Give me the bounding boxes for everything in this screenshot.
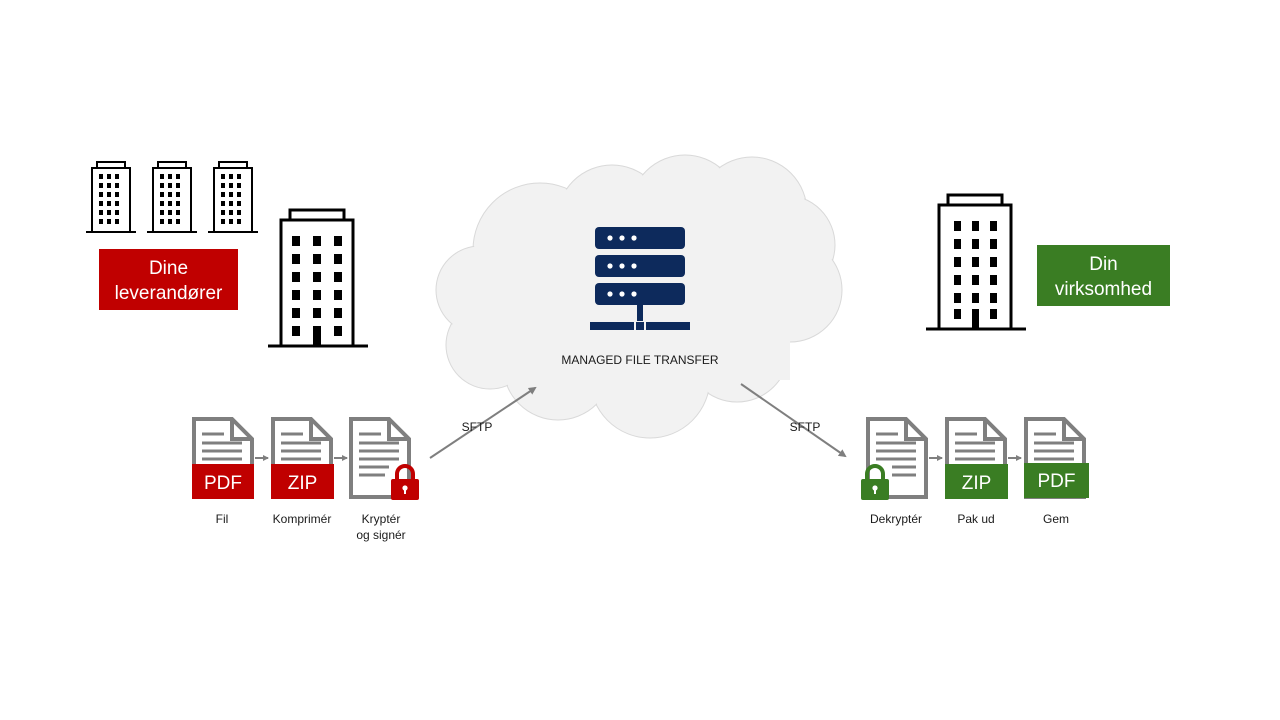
suppliers-label: Dine leverandører (99, 249, 238, 310)
step-label-dekrypter: Dekryptér (870, 512, 922, 526)
small-building-icon (147, 161, 197, 233)
small-building-icon (86, 161, 136, 233)
company-label-line2: virksomhed (1055, 279, 1152, 300)
sftp-label-right: SFTP (790, 420, 821, 434)
document-icon (349, 417, 411, 499)
zip-badge: ZIP (271, 464, 334, 499)
company-label: Din virksomhed (1037, 245, 1170, 306)
step-label-komprimer: Komprimér (273, 512, 332, 526)
lock-icon (391, 464, 419, 500)
step-label-krypter-line2: og signér (356, 528, 405, 542)
suppliers-label-line1: Dine (149, 258, 188, 279)
step-label-fil: Fil (216, 512, 229, 526)
zip-badge: ZIP (945, 464, 1008, 499)
zip-badge-text: ZIP (288, 473, 318, 494)
sftp-download-arrow (740, 383, 847, 458)
cloud-label: MANAGED FILE TRANSFER (561, 353, 718, 367)
sftp-label-left: SFTP (462, 420, 493, 434)
server-icon (590, 227, 690, 330)
company-building-icon (926, 193, 1026, 331)
pdf-badge: PDF (192, 464, 254, 499)
small-building-icon (208, 161, 258, 233)
company-label-line1: Din (1089, 254, 1118, 275)
step-label-pakud: Pak ud (957, 512, 994, 526)
zip-badge-text: ZIP (962, 473, 992, 494)
step-label-krypter-line1: Kryptér (362, 512, 401, 526)
pdf-badge-text: PDF (204, 473, 242, 494)
sftp-upload-arrow (429, 386, 537, 459)
pdf-badge: PDF (1024, 463, 1089, 498)
step-label-gem: Gem (1043, 512, 1069, 526)
suppliers-label-line2: leverandører (115, 283, 223, 304)
large-building-icon (268, 208, 368, 348)
lock-icon (861, 464, 889, 500)
pdf-badge-text: PDF (1038, 471, 1076, 492)
